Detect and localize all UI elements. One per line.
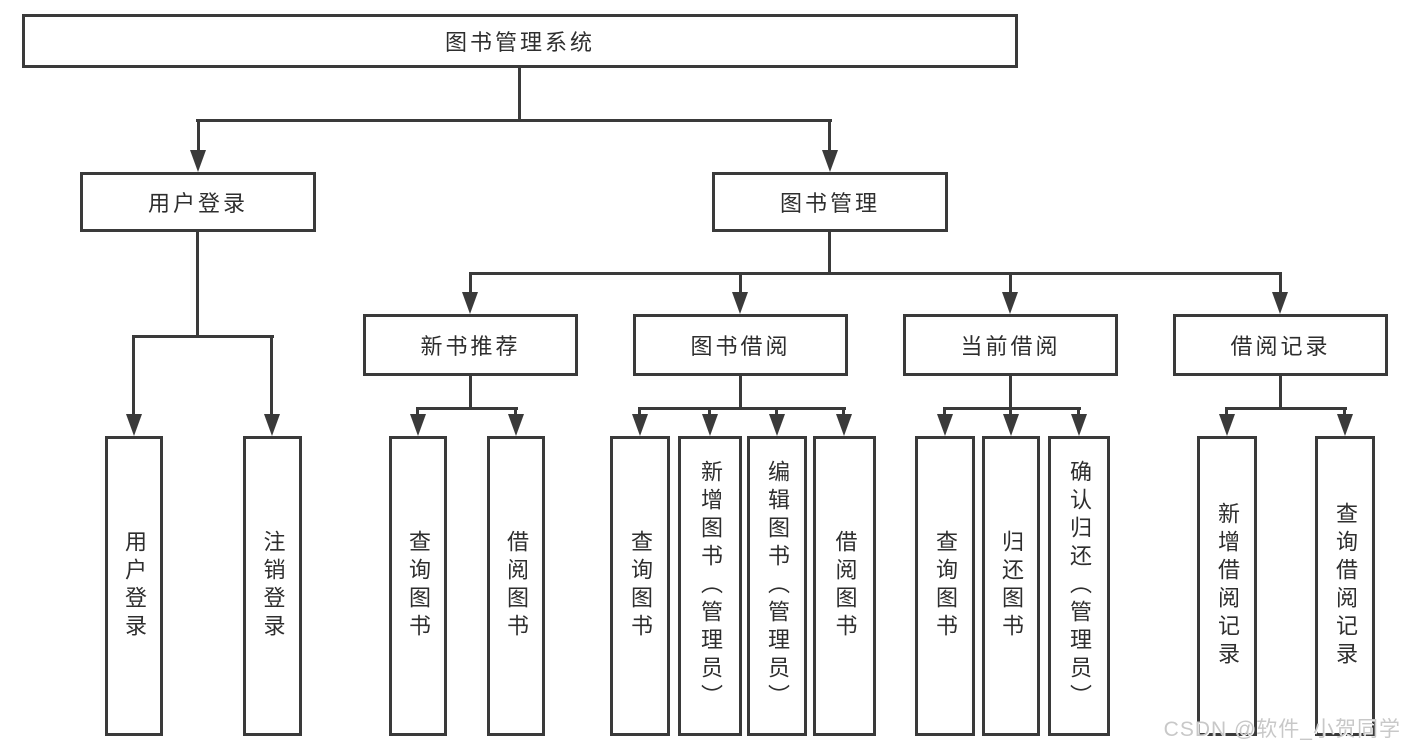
leaf-label: 查询图书 [406, 530, 431, 642]
node-label: 用户登录 [147, 191, 248, 216]
arrow-down-icon [1337, 414, 1353, 436]
connector-line [708, 410, 711, 415]
connector-line [469, 376, 472, 410]
node-book-management: 图书管理 [712, 172, 948, 232]
arrow-down-icon [702, 414, 718, 436]
connector-line [416, 407, 518, 410]
leaf-query-books-recommend: 查询图书 [389, 436, 447, 736]
node-library-management-system: 图书管理系统 [22, 14, 1018, 68]
leaf-label: 查询借阅记录 [1333, 502, 1358, 670]
arrow-down-icon [769, 414, 785, 436]
connector-line [132, 335, 274, 338]
connector-line [739, 376, 742, 410]
arrow-down-icon [632, 414, 648, 436]
leaf-query-books-current: 查询图书 [915, 436, 975, 736]
connector-line [943, 407, 1081, 410]
connector-line [514, 410, 517, 415]
connector-line [196, 232, 199, 338]
leaf-add-borrow-record: 新增借阅记录 [1197, 436, 1257, 736]
connector-line [469, 272, 1282, 275]
node-book-borrowing: 图书借阅 [633, 314, 848, 376]
arrow-down-icon [126, 414, 142, 436]
connector-line [1225, 407, 1347, 410]
node-user-login: 用户登录 [80, 172, 316, 232]
connector-line [638, 410, 641, 415]
csdn-watermark: CSDN @软件_小贺同学 [1163, 718, 1401, 741]
arrow-down-icon [462, 292, 478, 314]
leaf-label: 新增借阅记录 [1215, 502, 1240, 670]
leaf-borrow-books-recommend: 借阅图书 [487, 436, 545, 736]
node-new-book-recommendation: 新书推荐 [363, 314, 578, 376]
leaf-label: 借阅图书 [504, 530, 529, 642]
leaf-label: 编辑图书（管理员） [765, 460, 790, 712]
connector-line [1279, 275, 1282, 293]
connector-line [638, 407, 846, 410]
connector-line [196, 119, 832, 122]
node-label: 当前借阅 [960, 334, 1061, 359]
connector-line [828, 122, 831, 152]
arrow-down-icon [732, 292, 748, 314]
leaf-label: 查询图书 [628, 530, 653, 642]
connector-line [842, 410, 845, 415]
leaf-label: 借阅图书 [832, 530, 858, 642]
leaf-label: 注销登录 [260, 530, 286, 642]
arrow-down-icon [508, 414, 524, 436]
arrow-down-icon [264, 414, 280, 436]
leaf-add-books-admin: 新增图书（管理员） [678, 436, 742, 736]
node-label: 借阅记录 [1230, 334, 1331, 359]
arrow-down-icon [190, 150, 206, 172]
leaf-user-login: 用户登录 [105, 436, 163, 736]
leaf-borrow-books: 借阅图书 [813, 436, 876, 736]
connector-line [775, 410, 778, 415]
connector-line [828, 232, 831, 275]
arrow-down-icon [1003, 414, 1019, 436]
connector-line [1343, 410, 1346, 415]
leaf-logout: 注销登录 [243, 436, 302, 736]
leaf-label: 归还图书 [999, 530, 1024, 642]
connector-line [469, 275, 472, 293]
connector-line [1225, 410, 1228, 415]
leaf-query-books-borrowing: 查询图书 [610, 436, 670, 736]
arrow-down-icon [1272, 292, 1288, 314]
arrow-down-icon [937, 414, 953, 436]
connector-line [270, 338, 273, 414]
arrow-down-icon [1002, 292, 1018, 314]
leaf-edit-books-admin: 编辑图书（管理员） [747, 436, 807, 736]
arrow-down-icon [1219, 414, 1235, 436]
leaf-return-books: 归还图书 [982, 436, 1040, 736]
arrow-down-icon [822, 150, 838, 172]
arrow-down-icon [836, 414, 852, 436]
arrow-down-icon [410, 414, 426, 436]
leaf-label: 确认归还（管理员） [1067, 460, 1092, 712]
node-label: 图书管理系统 [444, 30, 595, 55]
connector-line [1279, 376, 1282, 410]
leaf-label: 查询图书 [933, 530, 958, 642]
connector-line [1009, 376, 1012, 410]
leaf-confirm-return-admin: 确认归还（管理员） [1048, 436, 1110, 736]
arrow-down-icon [1071, 414, 1087, 436]
connector-line [1077, 410, 1080, 415]
connector-line [132, 338, 135, 414]
connector-line [739, 275, 742, 293]
node-borrowing-records: 借阅记录 [1173, 314, 1388, 376]
connector-line [1009, 275, 1012, 293]
connector-line [416, 410, 419, 415]
node-label: 图书管理 [779, 191, 880, 216]
leaf-label: 新增图书（管理员） [698, 460, 723, 712]
connector-line [518, 68, 521, 122]
connector-line [943, 410, 946, 415]
node-label: 新书推荐 [420, 334, 521, 359]
leaf-label: 用户登录 [122, 530, 147, 642]
node-current-borrowing: 当前借阅 [903, 314, 1118, 376]
connector-line [1009, 410, 1012, 415]
leaf-query-borrow-record: 查询借阅记录 [1315, 436, 1375, 736]
connector-line [197, 122, 200, 152]
node-label: 图书借阅 [690, 334, 791, 359]
